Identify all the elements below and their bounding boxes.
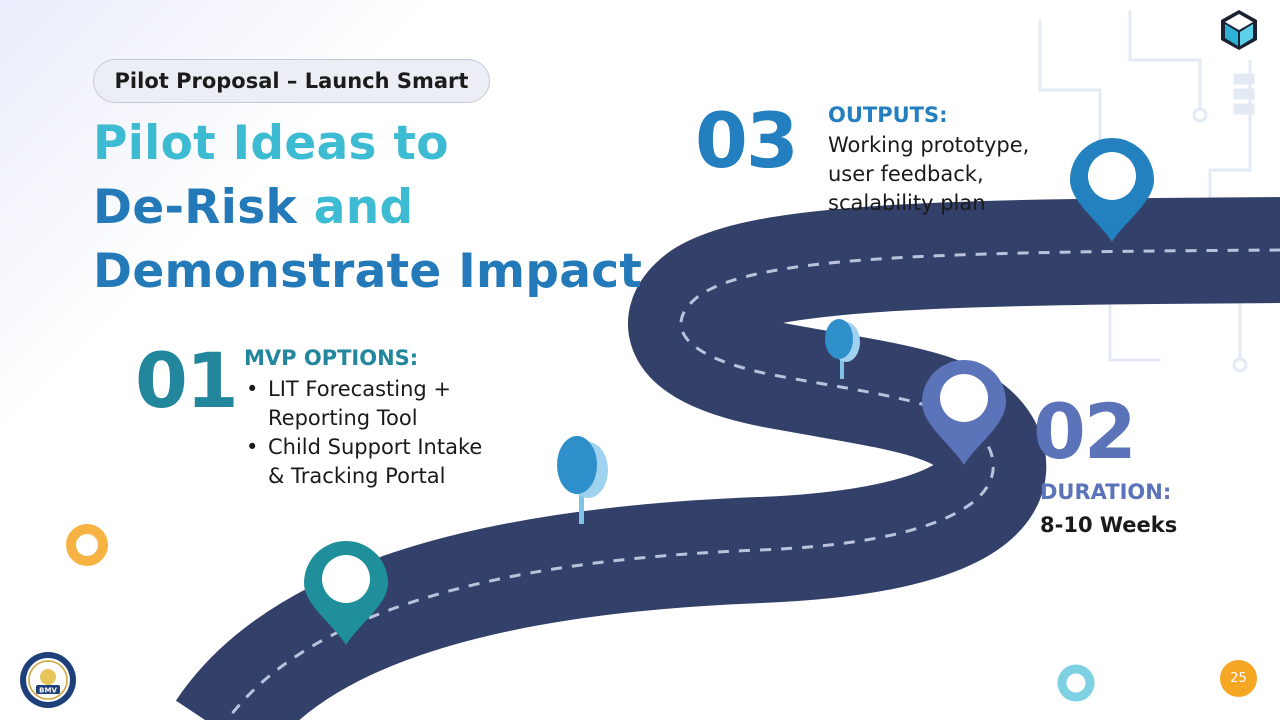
title-line-1: Pilot Ideas to xyxy=(93,116,449,171)
map-pin-icon xyxy=(922,360,1006,465)
outputs-text: Working prototype, user feedback, scalab… xyxy=(828,133,1030,215)
section-tag: Pilot Proposal – Launch Smart xyxy=(93,59,490,103)
bmv-seal-icon: BMV xyxy=(20,652,76,708)
title-line-3: Demonstrate Impact xyxy=(93,244,643,299)
svg-text:BMV: BMV xyxy=(39,687,57,695)
ring-decoration xyxy=(66,524,108,566)
title-line-2-b: and xyxy=(313,180,414,235)
mvp-options-list: LIT Forecasting + Reporting Tool Child S… xyxy=(244,375,494,491)
map-pin-icon xyxy=(304,541,388,645)
tree-icon xyxy=(825,319,860,379)
duration-value: 8-10 Weeks xyxy=(1040,513,1178,537)
milestone-heading-03: OUTPUTS: xyxy=(828,103,948,127)
page-number-badge: 25 xyxy=(1220,660,1257,697)
title-line-2: De-Risk and xyxy=(93,176,642,240)
ring-decoration xyxy=(1057,664,1095,702)
title-line-2-a: De-Risk xyxy=(93,180,298,235)
tree-icon xyxy=(557,436,608,524)
milestone-number-03: 03 xyxy=(695,96,799,185)
page-title: Pilot Ideas to De-Risk and Demonstrate I… xyxy=(93,112,642,304)
milestone-heading-02: DURATION: xyxy=(1040,480,1172,504)
milestone-heading-01: MVP OPTIONS: xyxy=(244,346,419,370)
milestone-number-02: 02 xyxy=(1033,387,1137,476)
list-item: LIT Forecasting + Reporting Tool xyxy=(244,375,494,433)
list-item: Child Support Intake & Tracking Portal xyxy=(244,433,494,491)
cube-logo-icon xyxy=(1221,10,1257,50)
map-pin-icon xyxy=(1070,138,1154,242)
milestone-number-01: 01 xyxy=(135,336,239,425)
